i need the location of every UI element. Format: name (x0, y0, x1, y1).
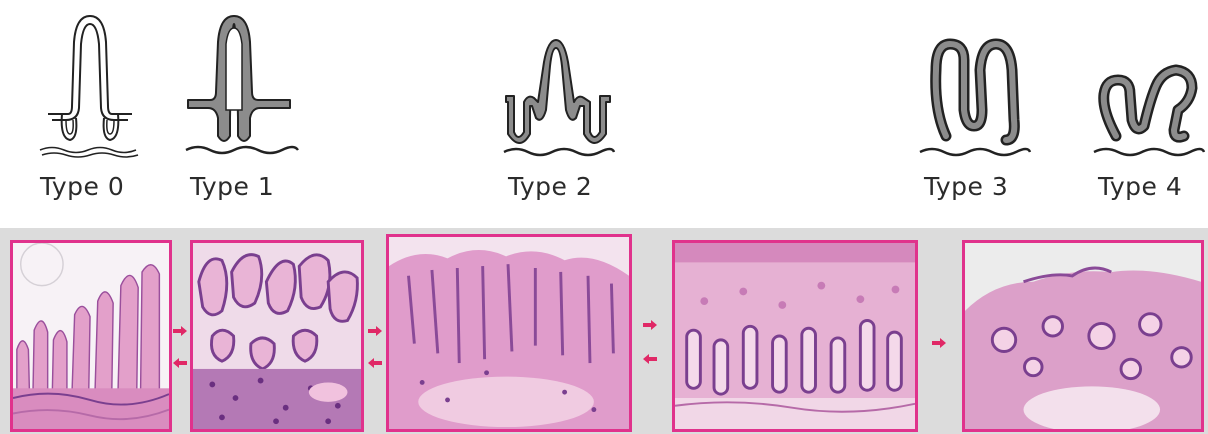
villus-type-2-icon (504, 40, 614, 164)
histology-panel-type-2 (386, 234, 632, 432)
histology-image (13, 243, 169, 429)
arrow-right-icon (643, 320, 657, 330)
histology-strip (0, 228, 1208, 434)
villus-type-4-icon (1094, 40, 1204, 164)
histology-image (193, 243, 361, 429)
arrow-right-icon (173, 326, 187, 336)
arrow-left-icon (368, 358, 382, 368)
type-label: Type 1 (190, 172, 274, 201)
arrow-right-icon (932, 338, 946, 348)
arrow-right-icon (368, 326, 382, 336)
villus-type-1-icon (186, 14, 296, 164)
type-label: Type 2 (508, 172, 592, 201)
villus-type-0-icon (40, 14, 140, 164)
type-label: Type 4 (1098, 172, 1182, 201)
schematic-type-3: Type 3 (920, 40, 1030, 204)
histology-image (965, 243, 1201, 429)
schematic-type-2: Type 2 (504, 40, 614, 204)
arrow-left-icon (173, 358, 187, 368)
histology-panel-type-1 (190, 240, 364, 432)
villus-type-3-icon (920, 40, 1030, 164)
histology-panel-type-0 (10, 240, 172, 432)
histology-image (389, 237, 629, 429)
schematic-type-4: Type 4 (1094, 40, 1204, 204)
histology-panel-type-3 (672, 240, 918, 432)
histology-panel-type-4 (962, 240, 1204, 432)
schematic-type-1: Type 1 (186, 14, 296, 204)
type-label: Type 0 (40, 172, 124, 201)
histology-image (675, 243, 915, 429)
arrow-left-icon (643, 354, 657, 364)
schematic-type-0: Type 0 (40, 14, 140, 204)
type-label: Type 3 (924, 172, 1008, 201)
